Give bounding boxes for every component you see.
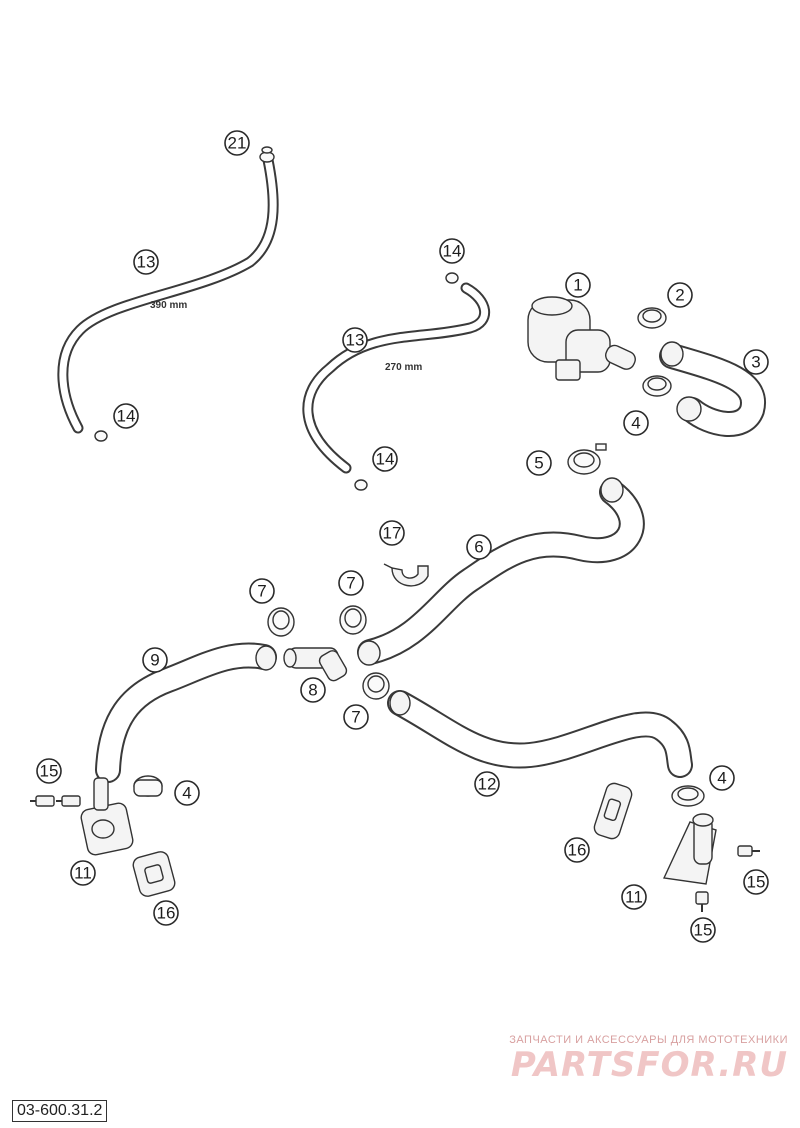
svg-text:3: 3 — [751, 353, 760, 372]
dimension-label: 390 mm — [150, 300, 187, 311]
left-gasket — [132, 851, 176, 897]
left-flange-fitting — [80, 777, 134, 856]
svg-text:2: 2 — [675, 286, 684, 305]
screw — [56, 795, 81, 807]
small-clamp — [354, 479, 368, 491]
hose-clamp — [267, 607, 295, 637]
callout: 3 — [743, 349, 769, 375]
screw — [695, 891, 709, 912]
hose-clamp — [567, 443, 607, 475]
right-flange-fitting — [662, 813, 717, 885]
svg-text:5: 5 — [534, 454, 543, 473]
callout: 14 — [372, 446, 398, 472]
right-hose — [387, 690, 693, 778]
callout: 7 — [338, 570, 364, 596]
small-clamp — [94, 430, 108, 442]
watermark-subtitle: ЗАПЧАСТИ И АКСЕССУАРЫ ДЛЯ МОТОТЕХНИКИ — [509, 1034, 788, 1046]
svg-text:14: 14 — [376, 450, 395, 469]
callout: 4 — [709, 765, 735, 791]
svg-text:15: 15 — [747, 873, 766, 892]
callout: 11 — [70, 860, 96, 886]
svg-text:15: 15 — [694, 921, 713, 940]
callout: 12 — [474, 771, 500, 797]
svg-text:12: 12 — [478, 775, 497, 794]
svg-text:14: 14 — [117, 407, 136, 426]
callout: 9 — [142, 647, 168, 673]
callout: 2 — [667, 282, 693, 308]
callout: 4 — [623, 410, 649, 436]
svg-text:16: 16 — [157, 904, 176, 923]
valve-canister — [527, 296, 636, 381]
svg-text:7: 7 — [351, 708, 360, 727]
callout: 7 — [343, 704, 369, 730]
watermark: ЗАПЧАСТИ И АКСЕССУАРЫ ДЛЯ МОТОТЕХНИКИ PA… — [509, 1034, 788, 1084]
svg-text:8: 8 — [308, 681, 317, 700]
svg-text:21: 21 — [228, 134, 247, 153]
callout: 21 — [224, 130, 250, 156]
callout: 14 — [439, 238, 465, 264]
svg-text:11: 11 — [625, 888, 643, 907]
callout: 4 — [174, 780, 200, 806]
hose-clamp — [642, 375, 672, 397]
diagram-code: 03-600.31.2 — [12, 1100, 108, 1122]
small-clamp — [445, 272, 459, 284]
callout: 16 — [153, 900, 179, 926]
dimension-label: 270 mm — [385, 362, 422, 373]
svg-text:7: 7 — [346, 574, 355, 593]
holder-clip — [383, 563, 429, 587]
callout: 6 — [466, 534, 492, 560]
long-hose — [357, 477, 645, 666]
svg-text:11: 11 — [74, 864, 92, 883]
svg-text:15: 15 — [40, 762, 59, 781]
svg-text:4: 4 — [717, 769, 726, 788]
svg-text:14: 14 — [443, 242, 462, 261]
left-hose — [95, 642, 277, 783]
svg-text:13: 13 — [137, 253, 156, 272]
screw — [30, 795, 55, 807]
callout: 15 — [36, 758, 62, 784]
svg-text:7: 7 — [257, 582, 266, 601]
hose-clamp — [637, 307, 667, 329]
elbow-hose — [659, 341, 766, 437]
screw — [737, 845, 760, 857]
svg-text:9: 9 — [150, 651, 159, 670]
hose-clamp — [362, 672, 390, 700]
callout: 15 — [743, 869, 769, 895]
callout: 13 — [342, 327, 368, 353]
svg-text:16: 16 — [568, 841, 587, 860]
hose-390mm — [57, 154, 279, 434]
svg-text:13: 13 — [346, 331, 365, 350]
hose-clamp — [339, 605, 367, 635]
svg-text:4: 4 — [182, 784, 191, 803]
hose-270mm — [302, 282, 491, 474]
callout: 14 — [113, 403, 139, 429]
callout: 11 — [621, 884, 647, 910]
t-connector — [283, 647, 348, 682]
callout: 13 — [133, 249, 159, 275]
callout: 1 — [565, 272, 591, 298]
watermark-logo: PARTSFOR.RU — [510, 1045, 788, 1085]
callout: 17 — [379, 520, 405, 546]
svg-text:4: 4 — [631, 414, 640, 433]
hose-clamp — [133, 775, 163, 797]
hose-clamp — [671, 785, 705, 807]
svg-text:1: 1 — [573, 276, 582, 295]
svg-text:6: 6 — [474, 538, 483, 557]
svg-text:17: 17 — [383, 524, 402, 543]
small-clamp — [259, 146, 275, 163]
callout: 15 — [690, 917, 716, 943]
callout: 8 — [300, 677, 326, 703]
callout: 7 — [249, 578, 275, 604]
callout: 16 — [564, 837, 590, 863]
right-gasket — [593, 782, 633, 840]
callout: 5 — [526, 450, 552, 476]
